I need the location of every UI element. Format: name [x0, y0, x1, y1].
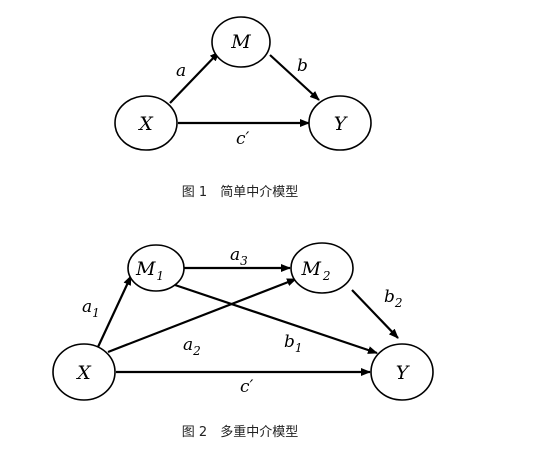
node-m2-subscript: 2 — [322, 269, 331, 283]
edge-a2 — [107, 277, 297, 354]
edge-b2-label: b2 — [384, 287, 403, 310]
node-y: Y — [308, 95, 372, 151]
node-m1-subscript: 1 — [156, 269, 164, 283]
node-m1: M1 — [127, 244, 185, 292]
edge-c-prime-label: c′ — [236, 129, 250, 149]
edge-b — [269, 54, 320, 101]
edge-a1-label: a1 — [82, 297, 100, 320]
figure-2-caption: 图 2 多重中介模型 — [182, 424, 298, 440]
edge-b2 — [351, 289, 399, 339]
node-y-label: Y — [334, 113, 349, 135]
node-x-label: X — [137, 113, 154, 135]
edge-a1 — [97, 275, 132, 348]
node-m-label: M — [230, 31, 251, 53]
node-x: X — [114, 95, 178, 151]
figure-1-simple-mediation: M X Y a b c′ 图 1 简单中介模型 — [114, 16, 372, 200]
node-m: M — [211, 16, 271, 68]
edge-c-prime-2-label: c′ — [240, 377, 254, 397]
edge-b-label: b — [297, 56, 308, 76]
svg-text:M2: M2 — [300, 258, 330, 283]
figure-1-caption: 图 1 简单中介模型 — [182, 184, 298, 200]
node-m2-label: M — [300, 258, 321, 280]
edge-a2-label: a2 — [183, 335, 201, 358]
edge-a3-label: a3 — [230, 245, 248, 268]
node-y2-label: Y — [396, 362, 411, 384]
node-m1-label: M — [135, 258, 156, 280]
svg-text:M1: M1 — [135, 258, 164, 283]
edge-a-label: a — [176, 61, 186, 81]
edge-b1-label: b1 — [284, 332, 303, 355]
node-x-2: X — [52, 343, 116, 401]
node-y-2: Y — [370, 343, 434, 401]
node-x2-label: X — [75, 362, 92, 384]
edge-b1 — [174, 283, 378, 355]
edge-a — [169, 51, 220, 104]
